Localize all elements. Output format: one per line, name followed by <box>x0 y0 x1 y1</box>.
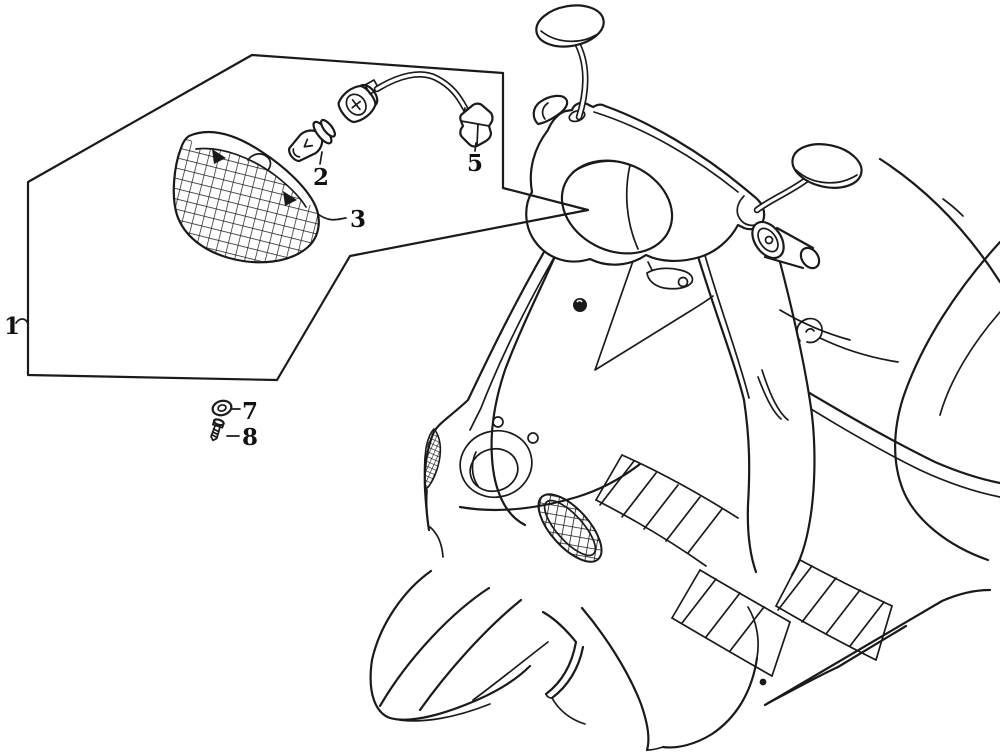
part-callout-8: 8 <box>242 424 258 451</box>
callout-leader-3 <box>317 213 347 221</box>
part-callout-1: 1 <box>4 313 20 340</box>
right-panel-edges <box>757 309 899 421</box>
right-mirror <box>753 143 863 214</box>
callout-leader-1 <box>15 318 29 325</box>
right-grip-throttle <box>736 195 821 270</box>
floorboard-ribs-center <box>671 569 791 677</box>
side-skirt <box>759 588 992 707</box>
right-vent <box>537 493 603 563</box>
part-callout-5: 5 <box>467 150 483 177</box>
scooter-line-art <box>369 4 1000 752</box>
headlight-opening <box>560 159 674 255</box>
left-vent <box>423 427 442 491</box>
legshield-opening-inner <box>469 447 519 493</box>
screw-part <box>210 418 225 442</box>
front-cowl-dome <box>878 157 1000 562</box>
assembly-boundary-outline <box>26 53 590 382</box>
left-brake-lever <box>532 94 569 126</box>
washer-part <box>211 399 233 417</box>
bulb-socket <box>337 83 379 124</box>
lens-grid <box>173 131 319 263</box>
legshield-opening-outer <box>459 429 533 499</box>
callouts: 1 2 3 5 7 8 <box>4 142 483 451</box>
leg-shield <box>423 250 714 563</box>
cover-latch <box>646 261 694 290</box>
part-callout-7: 7 <box>242 398 258 425</box>
front-fender <box>369 569 586 725</box>
part-callout-2: 2 <box>313 164 329 191</box>
fork-leg <box>695 251 816 577</box>
callout-leader-5 <box>474 142 477 152</box>
legshield-hole-left <box>492 416 504 428</box>
connector-part <box>459 102 494 148</box>
headlight-lens-part <box>172 130 320 264</box>
left-mirror <box>535 4 605 121</box>
legshield-hole-right <box>527 432 539 444</box>
part-callout-3: 3 <box>350 206 366 233</box>
floorboard-ribs-right <box>775 559 893 661</box>
exploded-parts <box>26 53 590 442</box>
under-cowl <box>580 606 759 752</box>
callout-leader-2 <box>319 151 323 165</box>
bulb-part <box>288 118 336 163</box>
handlebar-cover <box>525 94 821 270</box>
floorboard-ribs-left <box>595 454 739 567</box>
socket-cord <box>364 71 469 112</box>
